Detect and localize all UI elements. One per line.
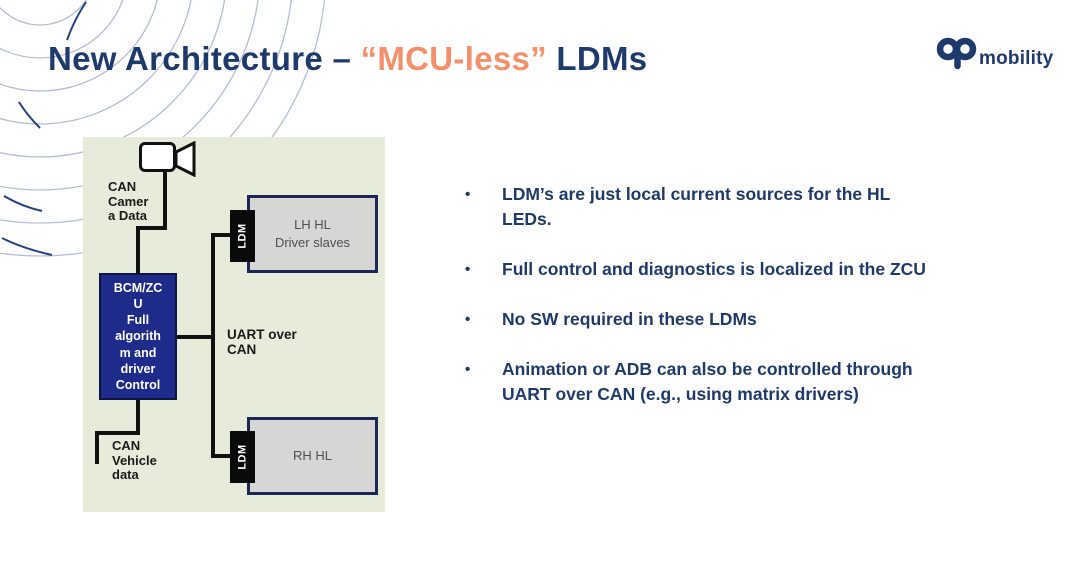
bullet-dot: • — [465, 311, 471, 329]
lh-hl-driver-slaves-box: LH HL Driver slaves — [247, 195, 378, 273]
ldm-right-block: LDM — [230, 431, 255, 483]
camera-lens-icon — [175, 141, 196, 177]
wire-bcm-to-trunk — [177, 335, 215, 339]
bullet-text-1: LDM’s are just local current sources for… — [502, 184, 891, 230]
title-prefix: New Architecture – — [48, 40, 361, 77]
bullet-dot: • — [465, 186, 471, 203]
wire-branch-ldm-left — [211, 233, 233, 237]
title-highlight: “MCU-less” — [360, 40, 547, 77]
bullet-item-2: • Full control and diagnostics is locali… — [465, 257, 935, 282]
bullet-item-4: • Animation or ADB can also be controlle… — [465, 357, 935, 407]
wire-uart-trunk — [211, 233, 215, 458]
bcm-zcu-block: BCM/ZC U Full algorith m and driver Cont… — [99, 273, 177, 400]
rh-hl-box: RH HL — [247, 417, 378, 495]
bullet-dot: • — [465, 261, 471, 279]
lh-hl-label: LH HL Driver slaves — [274, 217, 351, 250]
ldm-left-block: LDM — [230, 210, 255, 262]
can-camera-data-label: CAN Camer a Data — [108, 179, 149, 224]
bullet-text-2: Full control and diagnostics is localize… — [502, 259, 926, 280]
wire-branch-ldm-right — [211, 454, 233, 458]
wire-camera-left — [136, 226, 167, 230]
bullet-item-3: • No SW required in these LDMs — [465, 307, 935, 332]
opmobility-logo-icon — [936, 37, 977, 70]
ldm-left-label: LDM — [236, 223, 249, 249]
opmobility-logo: mobility — [936, 36, 1053, 72]
rh-hl-label: RH HL — [292, 448, 332, 464]
wire-camera-down — [163, 171, 167, 230]
camera-icon — [139, 142, 176, 172]
wire-bcm-down — [136, 400, 140, 435]
title-suffix: LDMs — [546, 40, 648, 77]
bullet-list: • LDM’s are just local current sources f… — [465, 182, 935, 432]
page-title: New Architecture – “MCU-less” LDMs — [48, 40, 647, 78]
bullet-text-4: Animation or ADB can also be controlled … — [502, 359, 913, 405]
ldm-right-label: LDM — [236, 444, 249, 470]
bullet-dot: • — [465, 361, 471, 379]
architecture-diagram: CAN Camer a Data BCM/ZC U Full algorith … — [83, 137, 385, 512]
wire-bcm-down-left — [95, 431, 140, 435]
bcm-zcu-label: BCM/ZC U Full algorith m and driver Cont… — [113, 280, 163, 393]
uart-over-can-label: UART over CAN — [227, 327, 297, 358]
can-vehicle-data-label: CAN Vehicle data — [112, 438, 157, 483]
wire-vehicle-drop — [95, 431, 99, 464]
bullet-item-1: • LDM’s are just local current sources f… — [465, 182, 935, 232]
bullet-text-3: No SW required in these LDMs — [502, 309, 757, 330]
wire-camera-to-bcm — [136, 226, 140, 273]
logo-wordmark: mobility — [979, 48, 1054, 69]
decorative-arcs — [0, 0, 325, 257]
